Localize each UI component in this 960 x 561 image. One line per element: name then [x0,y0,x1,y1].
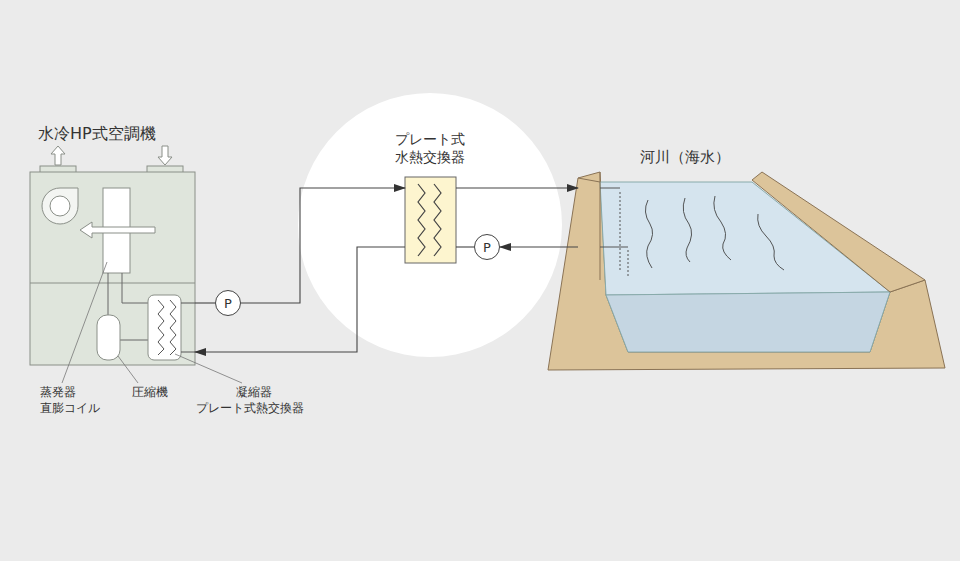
pump-circle: P [215,290,241,316]
highlight-circle [298,93,562,357]
water-pipe-connector [456,187,578,188]
ac-unit-box: 水冷HP式空調機 [30,172,195,365]
part-label: 蒸発器 [40,385,76,399]
fan-scroll [42,188,78,224]
drawing-part [578,172,600,280]
drawing-part [752,172,925,292]
part-label: 直膨コイル [40,401,100,415]
drawing-part [683,198,691,262]
heading-label: 水冷HP式空調機 [38,124,156,144]
drawing-part [758,214,784,270]
heading-label: プレート式 水熱交換器 [391,131,469,166]
plate-heat-exchanger [405,177,456,263]
pump-circle: P [474,234,500,260]
air-flow-arrow [80,222,155,238]
drawing-part [118,356,138,383]
river [548,172,945,370]
drawing-part [418,184,441,256]
air-out-arrow [51,146,65,165]
water-pipe [181,303,195,352]
fan [50,196,70,216]
water-pipe-connector [456,246,474,247]
water-pipe-connector [195,302,215,303]
pump-label: P [224,297,232,310]
ac-unit [30,146,195,365]
condenser-plates [158,300,176,355]
water-pipe-connector [241,188,405,303]
water-pipe-connector [500,246,578,247]
air-in-arrow [158,146,172,165]
water-pipe-connector [195,247,405,352]
heading-label: 河川（海水） [640,148,730,167]
unit-housing [30,172,195,365]
drawing-part [714,196,731,260]
drawing-part [175,354,242,383]
heat-exchanger-box: プレート式 水熱交換器 [405,177,456,263]
drawing-part [620,192,628,278]
drawing-part [62,262,107,383]
condenser [148,295,181,360]
drawing-part [606,292,890,352]
drawing-part [600,188,628,247]
drawing-part [645,196,784,270]
drawing-part [548,172,945,370]
unit-divider [30,283,195,284]
part-label: 凝縮器 [236,385,272,399]
leader-lines [62,262,242,383]
pump-label: P [483,241,491,254]
drawing-part [645,200,652,268]
river-area: 河川（海水） [578,170,945,370]
part-label: 圧縮機 [132,385,168,399]
part-label: プレート式熱交換器 [196,401,304,415]
drawing-part [405,177,456,263]
compressor [97,315,120,360]
